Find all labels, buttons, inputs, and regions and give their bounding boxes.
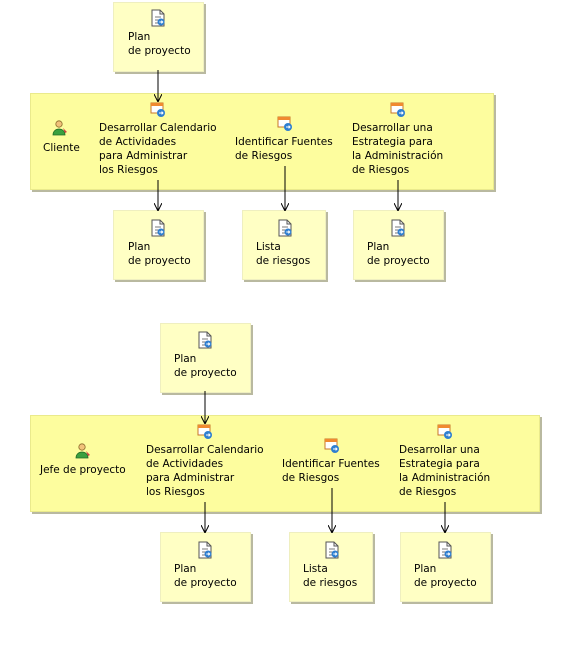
output-label: Lista de riesgos <box>256 241 311 267</box>
role-label: Cliente <box>43 142 80 154</box>
document-arrow-icon <box>198 331 212 349</box>
document-arrow-icon <box>391 219 405 237</box>
activity-label[interactable]: Identificar Fuentes de Riesgos <box>282 458 380 484</box>
role-lane <box>30 93 494 190</box>
document-arrow-icon <box>151 9 165 27</box>
activity-label[interactable]: Desarrollar Calendario de Actividades pa… <box>146 444 264 498</box>
task-icon <box>150 102 165 117</box>
activity-label[interactable]: Desarrollar una Estrategia para la Admin… <box>352 122 444 176</box>
output-label: Plan de proyecto <box>367 241 430 267</box>
activity-label[interactable]: Identificar Fuentes de Riesgos <box>235 136 333 162</box>
task-icon <box>277 116 292 131</box>
task-icon <box>390 102 405 117</box>
role-lane <box>30 415 540 512</box>
person-icon <box>52 120 67 136</box>
output-label: Plan de proyecto <box>174 563 237 589</box>
input-work-product-label: Plan de proyecto <box>128 31 191 57</box>
output-work-product[interactable] <box>353 210 444 280</box>
output-label: Plan de proyecto <box>414 563 477 589</box>
task-icon <box>197 424 212 439</box>
output-label: Plan de proyecto <box>128 241 191 267</box>
document-arrow-icon <box>325 541 339 559</box>
output-work-product[interactable] <box>113 210 204 280</box>
document-arrow-icon <box>151 219 165 237</box>
document-arrow-icon <box>198 541 212 559</box>
document-arrow-icon <box>438 541 452 559</box>
document-arrow-icon <box>278 219 292 237</box>
output-label: Lista de riesgos <box>303 563 358 589</box>
activity-label[interactable]: Desarrollar una Estrategia para la Admin… <box>399 444 491 498</box>
activity-label[interactable]: Desarrollar Calendario de Actividades pa… <box>99 122 217 176</box>
task-icon <box>324 438 339 453</box>
role-label: Jefe de proyecto <box>40 464 126 476</box>
person-icon <box>75 443 90 459</box>
input-work-product-label: Plan de proyecto <box>174 353 237 379</box>
task-icon <box>437 424 452 439</box>
